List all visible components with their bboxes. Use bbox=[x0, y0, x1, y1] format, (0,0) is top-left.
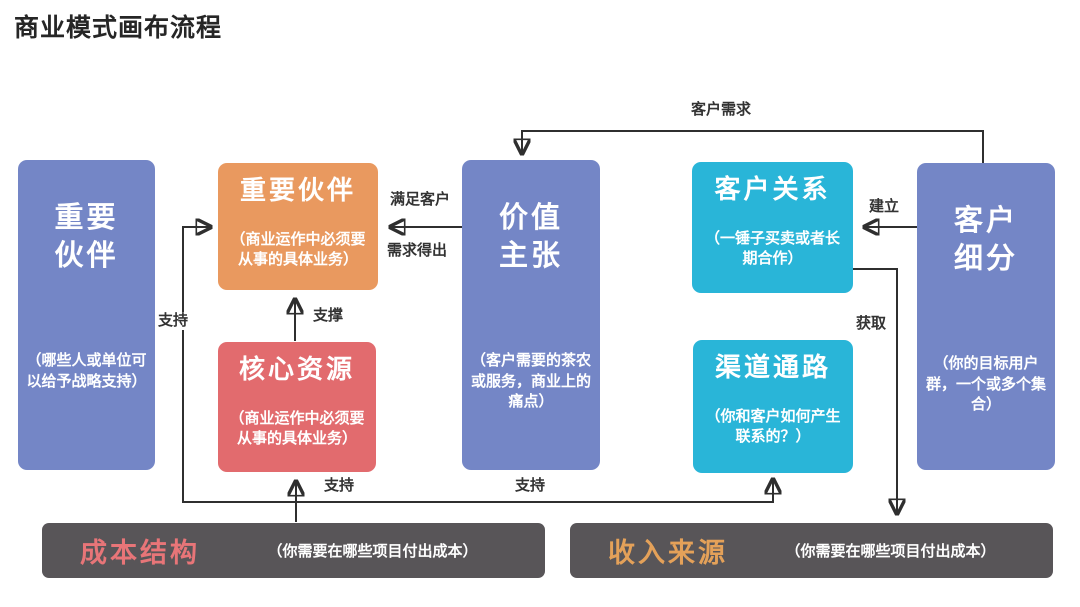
box-note: （客户需要的茶农 或服务，商业上的 痛点） bbox=[470, 352, 591, 410]
box-title: 重要 伙伴 bbox=[54, 202, 119, 272]
bar-note: （你需要在哪些项目付出成本） bbox=[785, 543, 996, 560]
box-note: （商业运作中必须要 从事的具体业务） bbox=[229, 409, 365, 448]
arrow-label-demand-derived: 需求得出 bbox=[385, 242, 450, 260]
box-note: （一锤子买卖或者长 期合作） bbox=[704, 229, 840, 268]
box-note: （商业运作中必须要 从事的具体业务） bbox=[230, 230, 366, 269]
box-key-partners-main: 重要 伙伴 （哪些人或单位可 以给予战略支持） bbox=[18, 160, 155, 470]
bar-note: （你需要在哪些项目付出成本） bbox=[267, 543, 478, 560]
box-title: 重要伙伴 bbox=[239, 175, 356, 205]
arrow-label-support-zhicheng: 支撑 bbox=[311, 307, 346, 325]
bar-cost-structure: 成本结构 （你需要在哪些项目付出成本） bbox=[42, 523, 545, 578]
box-value-proposition: 价值 主张 （客户需要的茶农 或服务，商业上的 痛点） bbox=[462, 160, 600, 470]
box-title: 客户 细分 bbox=[953, 205, 1018, 275]
box-core-resources: 核心资源 （商业运作中必须要 从事的具体业务） bbox=[218, 342, 376, 472]
arrow-label-satisfy-customer: 满足客户 bbox=[388, 191, 453, 209]
bar-title: 收入来源 bbox=[608, 538, 728, 568]
box-note: （你和客户如何产生 联系的？） bbox=[705, 407, 841, 446]
arrow-label-support-bottom-left: 支持 bbox=[322, 477, 357, 495]
arrow-label-support-left: 支持 bbox=[156, 312, 191, 330]
box-title: 核心资源 bbox=[238, 354, 355, 384]
bar-title: 成本结构 bbox=[80, 538, 200, 568]
box-customer-segments: 客户 细分 （你的目标用户 群，一个或多个集 合） bbox=[917, 163, 1055, 470]
arrow-label-customer-demand: 客户需求 bbox=[689, 101, 754, 119]
arrow-label-acquire: 获取 bbox=[854, 315, 889, 333]
box-title: 价值 主张 bbox=[498, 202, 563, 272]
arrow-label-establish: 建立 bbox=[867, 198, 902, 216]
arrow-acquire-to-revenue bbox=[851, 268, 897, 512]
box-title: 渠道通路 bbox=[714, 352, 831, 382]
arrow-customer-demand bbox=[522, 130, 984, 163]
box-key-partners-ops: 重要伙伴 （商业运作中必须要 从事的具体业务） bbox=[218, 163, 378, 290]
bar-revenue-streams: 收入来源 （你需要在哪些项目付出成本） bbox=[570, 523, 1053, 578]
box-note: （你的目标用户 群，一个或多个集 合） bbox=[925, 355, 1046, 413]
box-title: 客户关系 bbox=[714, 174, 831, 204]
box-customer-relations: 客户关系 （一锤子买卖或者长 期合作） bbox=[692, 162, 853, 293]
arrow-label-support-bottom-mid: 支持 bbox=[513, 477, 548, 495]
box-note: （哪些人或单位可 以给予战略支持） bbox=[26, 352, 147, 390]
box-channels: 渠道通路 （你和客户如何产生 联系的？） bbox=[693, 340, 853, 473]
page-title: 商业模式画布流程 bbox=[14, 15, 223, 42]
